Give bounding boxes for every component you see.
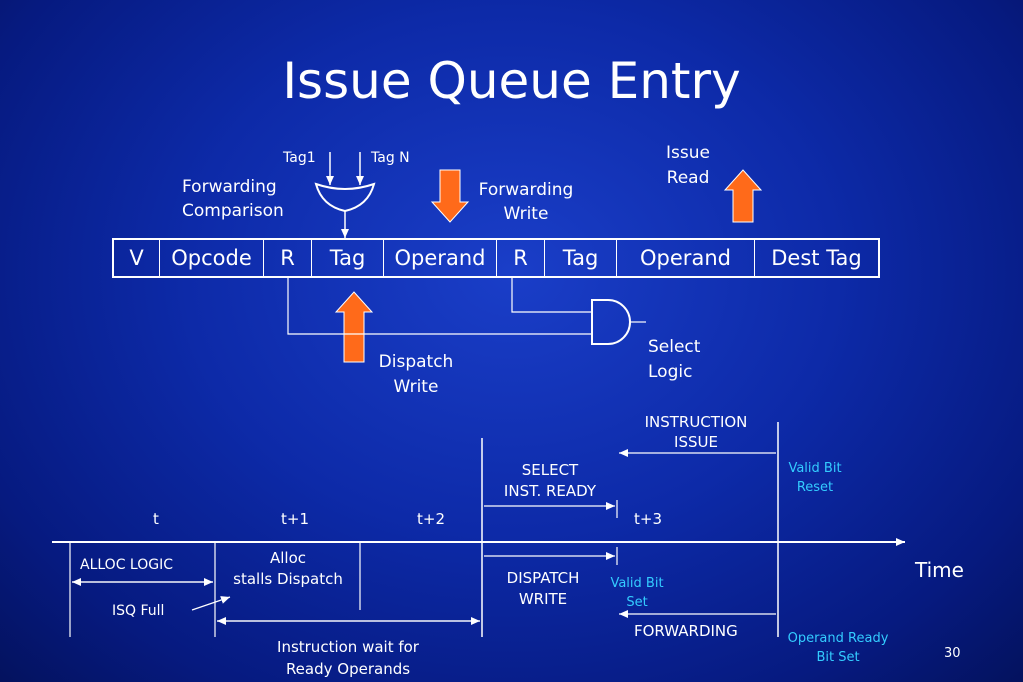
comparator-gate — [314, 182, 376, 213]
forwarding-label: FORWARDING — [634, 622, 738, 640]
dispatch-write-timeline-label: DISPATCH WRITE — [506, 569, 580, 608]
isq-full-label: ISQ Full — [112, 603, 165, 619]
tick-t1: t+1 — [281, 510, 309, 528]
forwarding-write-label: Forwarding Write — [478, 180, 574, 224]
select-inst-ready-label: SELECT INST. READY — [503, 461, 597, 500]
dispatch-write-arrow — [334, 291, 374, 363]
field-tag1: Tag — [312, 240, 384, 276]
field-operand2: Operand — [617, 240, 755, 276]
isq-full-pointer — [191, 596, 231, 611]
forwarding-comparison-label: Forwarding Comparison — [182, 177, 284, 221]
valid-bit-set-label: Valid Bit Set — [610, 576, 664, 610]
alloc-stalls-label: Alloc stalls Dispatch — [233, 549, 343, 588]
dispatch-write-label: Dispatch Write — [378, 352, 454, 397]
valid-bit-reset-label: Valid Bit Reset — [788, 461, 842, 495]
page-number: 30 — [944, 646, 961, 661]
field-opcode: Opcode — [160, 240, 264, 276]
r2-select-wire — [511, 278, 592, 313]
time-axis-label: Time — [915, 558, 964, 582]
tag1-label: Tag1 — [283, 150, 316, 166]
operand-ready-label: Operand Ready Bit Set — [787, 631, 889, 665]
slide-title: Issue Queue Entry — [282, 52, 741, 110]
tagn-label: Tag N — [371, 150, 410, 166]
alloc-logic-label: ALLOC LOGIC — [80, 557, 173, 573]
select-logic-label: Select Logic — [648, 337, 701, 382]
issue-read-label: Issue Read — [666, 143, 710, 188]
tick-t2: t+2 — [417, 510, 445, 528]
issue-read-arrow — [723, 169, 763, 223]
field-ready2: R — [497, 240, 545, 276]
field-valid: V — [114, 240, 160, 276]
field-dest-tag: Dest Tag — [771, 246, 862, 270]
field-operand1: Operand — [384, 240, 497, 276]
and-gate — [591, 299, 631, 345]
field-ready1: R — [264, 240, 312, 276]
instruction-issue-label: INSTRUCTION ISSUE — [644, 413, 748, 451]
tick-t: t — [153, 510, 159, 528]
r1-select-wire — [287, 278, 592, 335]
issue-queue-entry: V Opcode R Tag Operand R Tag Operand Des… — [112, 238, 880, 278]
instruction-wait-label: Instruction wait for Ready Operands — [277, 638, 419, 678]
forwarding-write-arrow — [430, 169, 470, 223]
field-tag2: Tag — [545, 240, 617, 276]
tick-t3: t+3 — [634, 510, 662, 528]
